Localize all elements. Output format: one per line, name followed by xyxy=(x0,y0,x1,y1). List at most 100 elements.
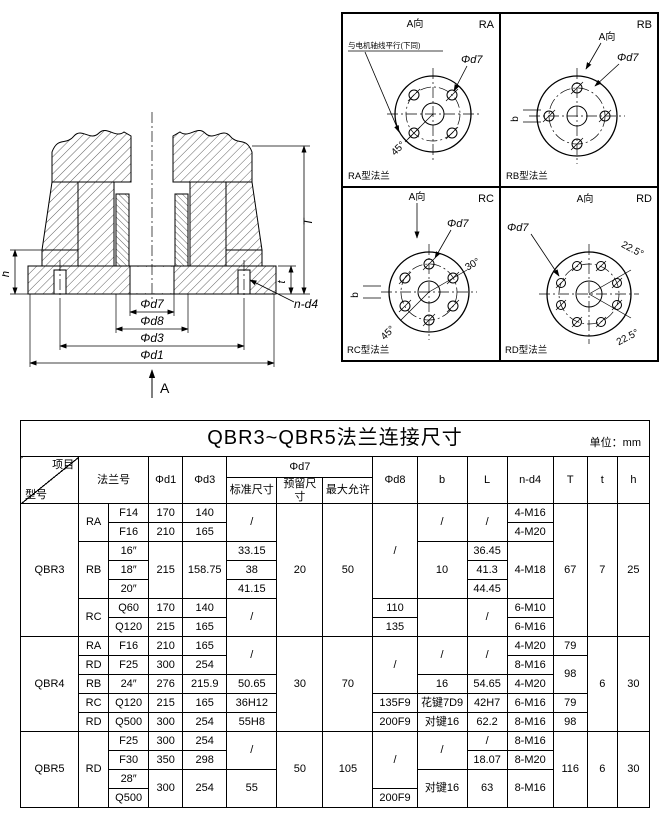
table-cell: Q500 xyxy=(108,712,150,733)
table-cell: F16 xyxy=(108,636,150,657)
table-cell: / xyxy=(226,598,278,638)
flange-dimension-table: QBR3~QBR5法兰连接尺寸 单位：mm 项目 型号 法兰号 Φd1 Φd3 … xyxy=(19,420,651,809)
table-cell: 花键7D9 xyxy=(416,693,468,714)
table-cell: RC xyxy=(78,693,110,714)
table-cell: 170 xyxy=(148,598,184,619)
table-cell: 4-M18 xyxy=(506,541,554,600)
header-h: h xyxy=(616,455,651,505)
table-cell: 165 xyxy=(182,617,228,638)
dim-phid3-label: Φd3 xyxy=(140,331,164,345)
table-cell: 215 xyxy=(148,693,184,714)
table-cell: RA xyxy=(78,636,110,657)
dim-phid7-label: Φd7 xyxy=(140,297,165,311)
dim-h-label: h xyxy=(2,271,12,277)
rd-caption: RD型法兰 xyxy=(505,344,547,356)
table-cell: / xyxy=(226,731,278,771)
table-cell: 200F9 xyxy=(372,788,418,809)
flange-views-grid: RA A向 与电机轴线平行(下同) Φd7 45° RA型法兰 xyxy=(341,12,659,362)
rd-angle1-label: 22.5° xyxy=(619,239,645,260)
rc-angle45-label: 45° xyxy=(379,324,397,342)
table-cell: 20 xyxy=(276,503,324,638)
table-title: QBR3~QBR5法兰连接尺寸 xyxy=(207,427,463,449)
table-cell: 6 xyxy=(586,731,618,809)
rc-view-label: A向 xyxy=(409,190,426,203)
table-cell: 55H8 xyxy=(226,712,278,733)
table-cell: 4-M20 xyxy=(506,522,554,543)
ra-corner-label: RA xyxy=(479,19,495,31)
table-cell: RD xyxy=(78,655,110,676)
table-cell: RB xyxy=(78,541,110,600)
header-T: T xyxy=(552,455,588,505)
table-cell: F25 xyxy=(108,731,150,752)
table-cell: F25 xyxy=(108,655,150,676)
rd-angle2-label: 22.5° xyxy=(615,327,641,348)
header-d8: Φd8 xyxy=(372,455,418,505)
table-cell: 67 xyxy=(552,503,588,638)
diagonal-header-bottom: 型号 xyxy=(25,488,47,501)
table-cell: 6-M10 xyxy=(506,598,554,619)
table-cell: 300 xyxy=(148,712,184,733)
table-cell: 55 xyxy=(226,769,278,809)
table-cell: RA xyxy=(78,503,110,543)
table-cell: / xyxy=(466,503,508,543)
table-cell: 50 xyxy=(276,731,324,809)
ra-note: 与电机轴线平行(下同) xyxy=(348,40,421,50)
unit-label: 单位：mm xyxy=(589,437,641,450)
header-d7-max: 最大允许 xyxy=(322,476,374,505)
table-cell: 254 xyxy=(182,769,228,809)
ra-angle45-label: 45° xyxy=(389,140,407,158)
header-t: t xyxy=(586,455,618,505)
table-cell: 20″ xyxy=(108,579,150,600)
table-cell: 30 xyxy=(276,636,324,733)
table-cell: / xyxy=(372,503,418,600)
table-cell: 10 xyxy=(416,541,468,600)
table-cell: 135F9 xyxy=(372,693,418,714)
table-cell: RD xyxy=(78,731,110,809)
dim-phid8-label: Φd8 xyxy=(140,314,164,328)
table-cell: 298 xyxy=(182,750,228,771)
header-d3: Φd3 xyxy=(182,455,228,505)
rb-caption: RB型法兰 xyxy=(506,170,548,182)
table-cell: Q120 xyxy=(108,617,150,638)
ra-flange-face xyxy=(387,68,479,160)
table-cell: RC xyxy=(78,598,110,638)
header-b: b xyxy=(416,455,468,505)
rb-b-label: b xyxy=(510,116,521,122)
table-cell: / xyxy=(416,636,468,676)
rc-caption: RC型法兰 xyxy=(347,344,389,356)
table-cell: / xyxy=(226,503,278,543)
table-cell: / xyxy=(466,731,508,752)
table-cell: 38 xyxy=(226,560,278,581)
housing-hatched-body xyxy=(27,129,277,295)
header-L: L xyxy=(466,455,508,505)
table-cell: 8-M16 xyxy=(506,731,554,752)
table-cell: 33.15 xyxy=(226,541,278,562)
table-cell: 215 xyxy=(148,541,184,600)
table-cell: 对键16 xyxy=(416,712,468,733)
table-cell: / xyxy=(226,636,278,676)
table-title-row: QBR3~QBR5法兰连接尺寸 单位：mm xyxy=(20,420,650,457)
table-cell: 276 xyxy=(148,674,184,695)
table-cell: / xyxy=(416,503,468,543)
table-cell: 254 xyxy=(182,731,228,752)
table-cell: 8-M16 xyxy=(506,712,554,733)
flange-view-ra: RA A向 与电机轴线平行(下同) Φd7 45° RA型法兰 xyxy=(342,13,500,187)
flange-view-rc: RC A向 Φd7 30° 45° xyxy=(342,187,500,361)
table-cell: / xyxy=(466,598,508,638)
table-cell: 6-M16 xyxy=(506,693,554,714)
table-cell: 16 xyxy=(416,674,468,695)
table-cell: 79 xyxy=(552,636,588,657)
table-cell: 6 xyxy=(586,636,618,733)
table-cell: 30 xyxy=(616,636,651,733)
table-cell: 44.45 xyxy=(466,579,508,600)
